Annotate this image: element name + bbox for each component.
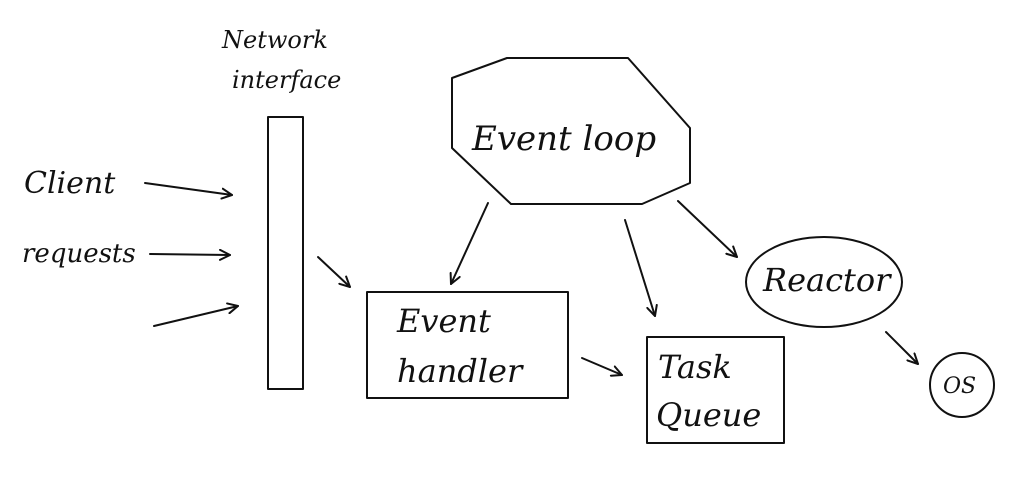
- event-handler-box: [366, 291, 569, 399]
- interface-to-handler-arrow: [317, 256, 351, 288]
- task-queue-label-line2: Queue: [656, 396, 761, 434]
- loop-to-reactor-arrow: [677, 200, 738, 258]
- task-queue-box: [646, 336, 785, 444]
- requests-label: requests: [22, 239, 136, 269]
- network-interface-label-line2: interface: [232, 66, 341, 94]
- event-handler-label-line2: handler: [397, 352, 524, 390]
- reactor-label: Reactor: [762, 261, 892, 299]
- client-request-arrow-2: [149, 248, 231, 261]
- event-loop-shape: [451, 57, 691, 205]
- loop-to-handler-arrow: [449, 202, 489, 285]
- client-request-arrow-1: [144, 182, 233, 200]
- client-label: Client: [24, 166, 116, 201]
- task-queue-label-line1: Task: [658, 348, 732, 386]
- network-interface-label-line1: Network: [221, 26, 328, 54]
- client-request-arrow-3: [153, 302, 239, 327]
- loop-to-queue-arrow: [624, 219, 658, 317]
- network-interface-bar: [267, 116, 304, 390]
- reactor-shape: [745, 236, 903, 328]
- os-label: OS: [943, 374, 976, 399]
- os-shape: [929, 352, 995, 418]
- handler-to-queue-arrow: [581, 357, 623, 377]
- event-handler-label-line1: Event: [396, 302, 491, 340]
- reactor-to-os-arrow: [885, 331, 919, 365]
- event-loop-label: Event loop: [471, 119, 656, 159]
